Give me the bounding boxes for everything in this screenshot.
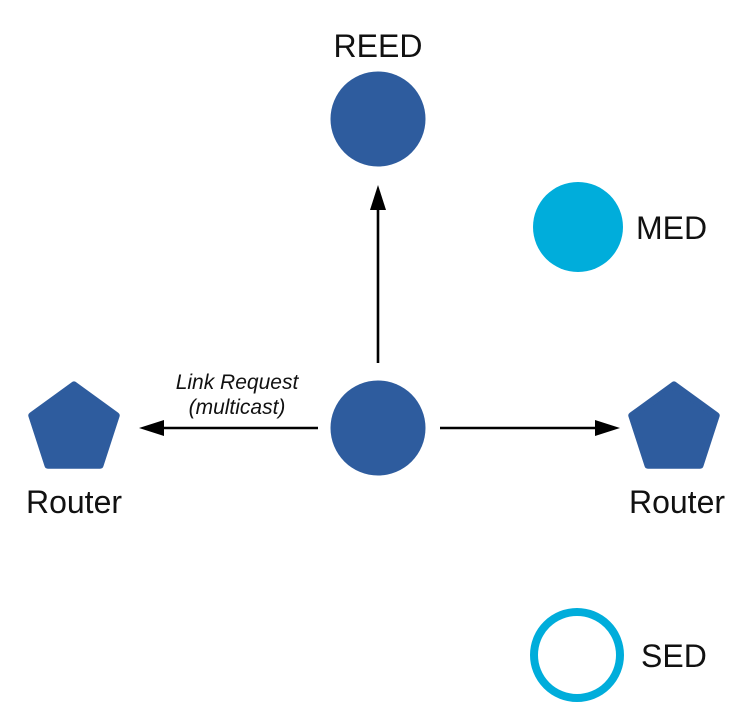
med-node-circle <box>533 182 623 272</box>
router-left-label: Router <box>26 484 122 520</box>
link-request-annotation-line2: (multicast) <box>189 396 286 419</box>
sed-node-label: SED <box>641 638 707 674</box>
med-node-label: MED <box>636 210 707 246</box>
arrow-to-reed-head <box>370 185 386 210</box>
router-right-pentagon <box>628 381 720 469</box>
link-request-annotation: Link Request (multicast) <box>176 371 300 419</box>
reed-node-label: REED <box>334 28 423 64</box>
router-right-label: Router <box>629 484 725 520</box>
arrow-to-reed <box>370 185 386 363</box>
center-device-circle <box>330 380 426 476</box>
arrow-to-router-right-head <box>595 420 620 436</box>
reed-node-circle <box>330 71 426 167</box>
sed-node-circle <box>530 608 624 702</box>
arrow-to-router-left-head <box>139 420 164 436</box>
arrow-to-router-right <box>440 420 620 436</box>
arrow-to-router-left <box>139 420 318 436</box>
router-left-pentagon <box>28 381 120 469</box>
link-request-annotation-line1: Link Request <box>176 371 300 394</box>
